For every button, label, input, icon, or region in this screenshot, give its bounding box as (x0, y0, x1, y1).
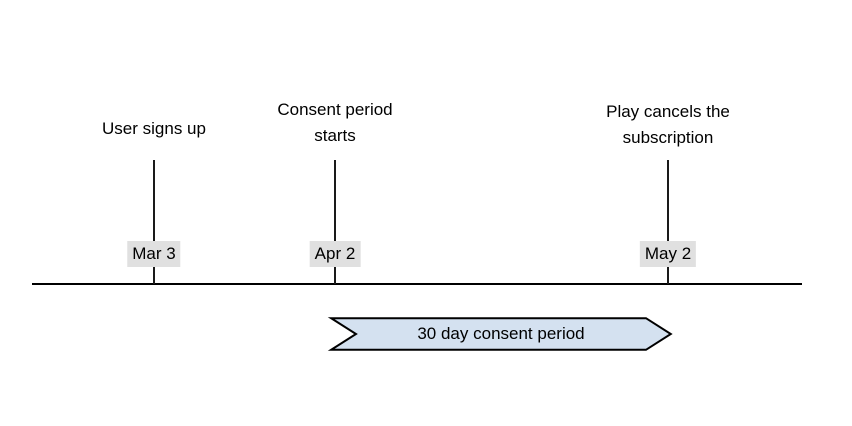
milestone-label-line1: Play cancels the (606, 102, 730, 121)
milestone-label: User signs up (102, 116, 206, 142)
milestone-label-line1: User signs up (102, 119, 206, 138)
ribbon-polygon (327, 317, 673, 351)
milestone-label-line2: subscription (622, 128, 714, 147)
milestone-stem (153, 160, 155, 284)
timeline-axis (32, 283, 802, 285)
milestone-date-chip: Mar 3 (127, 241, 181, 267)
milestone-date-chip: May 2 (639, 241, 697, 267)
milestone-label: Play cancels the subscription (606, 99, 730, 151)
milestone-label: Consent period starts (277, 97, 392, 149)
milestone-date-chip: Apr 2 (309, 241, 361, 267)
consent-period-ribbon: 30 day consent period (327, 317, 673, 351)
milestone-stem (334, 160, 336, 284)
ribbon-shape (327, 317, 673, 351)
milestone-label-line1: Consent period (277, 100, 393, 119)
milestone-label-line2: starts (314, 126, 356, 145)
milestone-stem (667, 160, 669, 284)
